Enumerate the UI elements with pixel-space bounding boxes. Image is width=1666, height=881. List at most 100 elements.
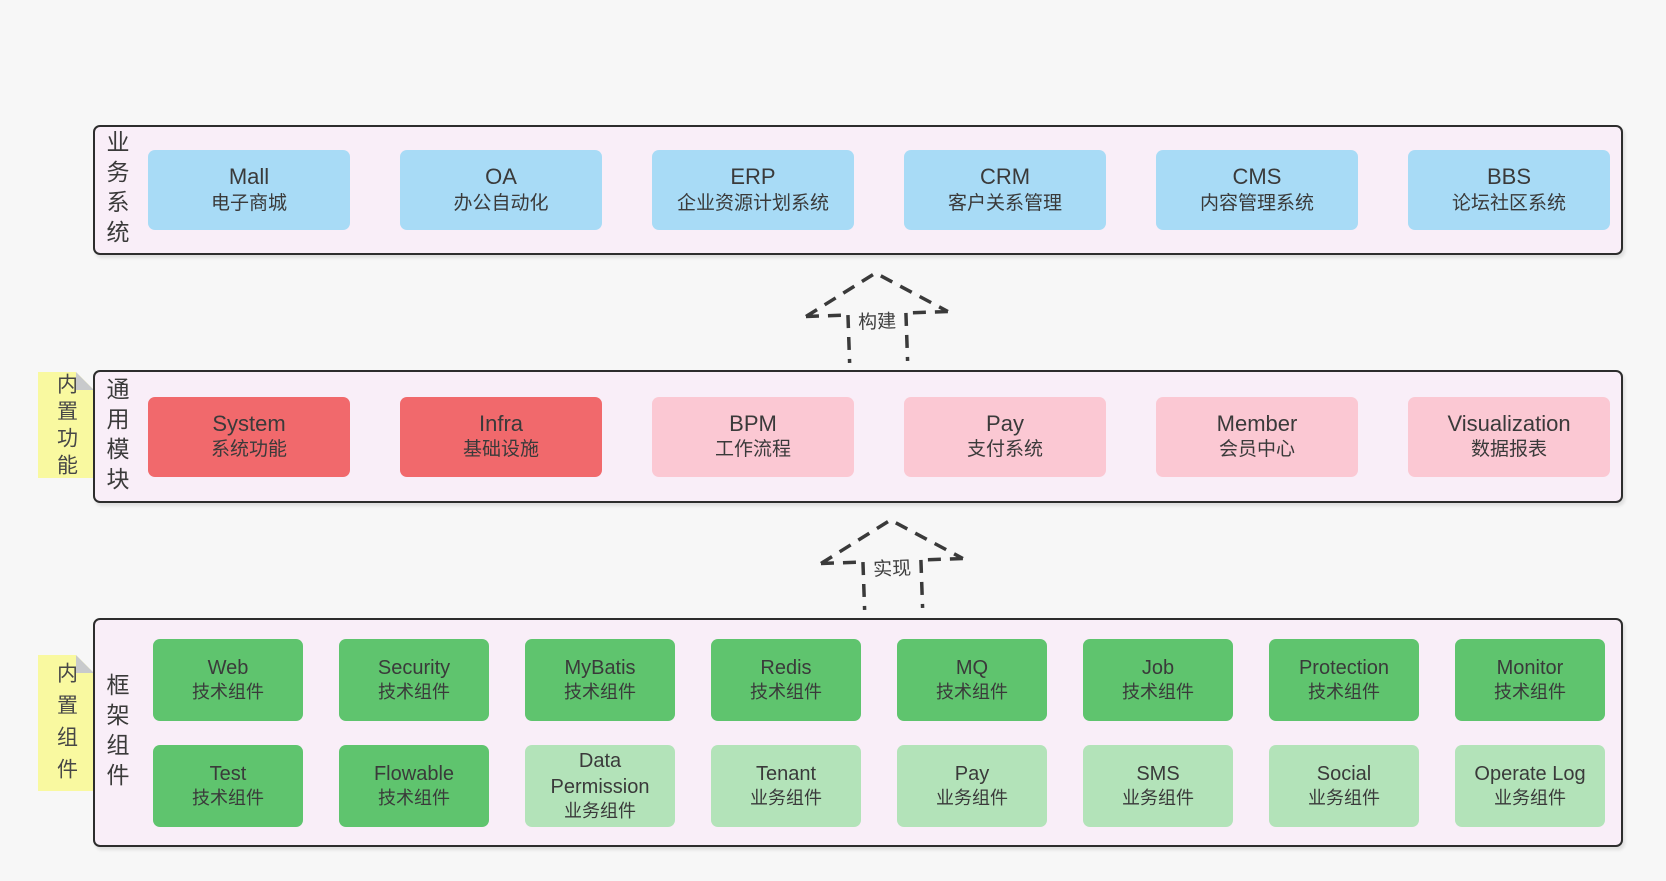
box-name-en: Operate Log <box>1474 763 1586 786</box>
box-name-zh: 业务组件 <box>1308 788 1380 809</box>
box-name-zh: 业务组件 <box>1494 788 1566 809</box>
box-name-en: Pay <box>954 763 990 786</box>
box-name-zh: 论坛社区系统 <box>1451 192 1566 214</box>
box-name-zh: 技术组件 <box>192 682 264 703</box>
box-name-zh: 基础设施 <box>462 439 539 461</box>
arrow-build-label: 构建 <box>853 305 901 336</box>
box-name-en: SMS <box>1136 763 1180 786</box>
box-name-en: MQ <box>955 657 989 680</box>
box-name-en: Visualization <box>1447 410 1571 436</box>
box-name-zh: 工作流程 <box>714 439 791 461</box>
box-name-en: Redis <box>760 657 812 680</box>
arrow-implement: 实现 <box>815 512 968 613</box>
band-common-modules: 通用模块 System 系统功能 Infra 基础设施 BPM 工作流程 Pay 支付系统 Me… <box>93 370 1623 503</box>
box-bpm: BPM 工作流程 <box>652 396 854 477</box>
box-name-en: Data Permission <box>550 750 650 799</box>
box-name-en: Flowable <box>373 763 455 786</box>
box-name-en: Social <box>1316 763 1372 786</box>
box-name-zh: 业务组件 <box>564 801 636 822</box>
box-name-zh: 支付系统 <box>966 439 1043 461</box>
common-modules-box-row: System 系统功能 Infra 基础设施 BPM 工作流程 Pay 支付系统 Member 会… <box>148 372 1621 501</box>
sticky-note-label: 内置组件 <box>54 661 78 790</box>
box-visualization: Visualization 数据报表 <box>1408 396 1610 477</box>
box-name-en: Test <box>209 763 247 786</box>
sticky-note-label: 内置功能 <box>54 373 78 482</box>
box-name-zh: 业务组件 <box>1122 788 1194 809</box>
box-name-zh: 技术组件 <box>936 682 1008 703</box>
box-name-zh: 业务组件 <box>750 788 822 809</box>
box-name-zh: 技术组件 <box>564 682 636 703</box>
box-name-zh: 技术组件 <box>750 682 822 703</box>
box-name-en: ERP <box>730 164 776 190</box>
arrow-implement-label: 实现 <box>868 552 916 583</box>
box-name-en: OA <box>485 164 517 190</box>
box-name-en: Security <box>377 657 451 680</box>
box-member: Member 会员中心 <box>1156 396 1358 477</box>
box-name-zh: 客户关系管理 <box>947 192 1062 214</box>
box-name-en: Job <box>1141 657 1175 680</box>
box-name-en: Member <box>1216 410 1298 436</box>
box-name-en: Pay <box>986 410 1024 436</box>
box-name-zh: 技术组件 <box>378 788 450 809</box>
arrow-build: 构建 <box>800 265 953 366</box>
box-name-en: Protection <box>1298 657 1390 680</box>
box-name-zh: 企业资源计划系统 <box>676 192 829 214</box>
box-name-en: MyBatis <box>564 657 636 680</box>
box-name-en: System <box>212 410 286 436</box>
box-name-zh: 技术组件 <box>1122 682 1194 703</box>
box-name-zh: 技术组件 <box>1308 682 1380 703</box>
box-name-en: Infra <box>478 410 524 436</box>
box-pay: Pay 支付系统 <box>904 396 1106 477</box>
box-name-zh: 办公自动化 <box>453 192 549 214</box>
box-system: System 系统功能 <box>148 396 350 477</box>
box-name-en: CRM <box>979 164 1031 190</box>
box-name-zh: 技术组件 <box>378 682 450 703</box>
box-name-en: Monitor <box>1496 657 1564 680</box>
sticky-note-builtin-components: 内置组件 <box>38 655 94 791</box>
box-infra: Infra 基础设施 <box>400 396 602 477</box>
box-name-en: Web <box>207 657 249 680</box>
box-name-zh: 技术组件 <box>1494 682 1566 703</box>
box-name-zh: 内容管理系统 <box>1199 192 1314 214</box>
box-name-zh: 系统功能 <box>210 439 287 461</box>
box-name-zh: 数据报表 <box>1470 439 1547 461</box>
box-name-zh: 技术组件 <box>192 788 264 809</box>
box-name-zh: 业务组件 <box>936 788 1008 809</box>
box-name-en: Tenant <box>755 763 817 786</box>
box-name-en: BBS <box>1486 164 1532 190</box>
band-label-framework-components: 框架组件 <box>103 672 129 793</box>
box-name-zh: 会员中心 <box>1218 439 1295 461</box>
box-name-en: BPM <box>729 410 777 436</box>
band-label-business-systems: 业务系统 <box>103 130 129 250</box>
band-label-common-modules: 通用模块 <box>103 376 129 497</box>
sticky-note-builtin-features: 内置功能 <box>38 372 94 478</box>
box-name-en: CMS <box>1232 164 1282 190</box>
box-name-zh: 电子商城 <box>210 192 287 214</box>
